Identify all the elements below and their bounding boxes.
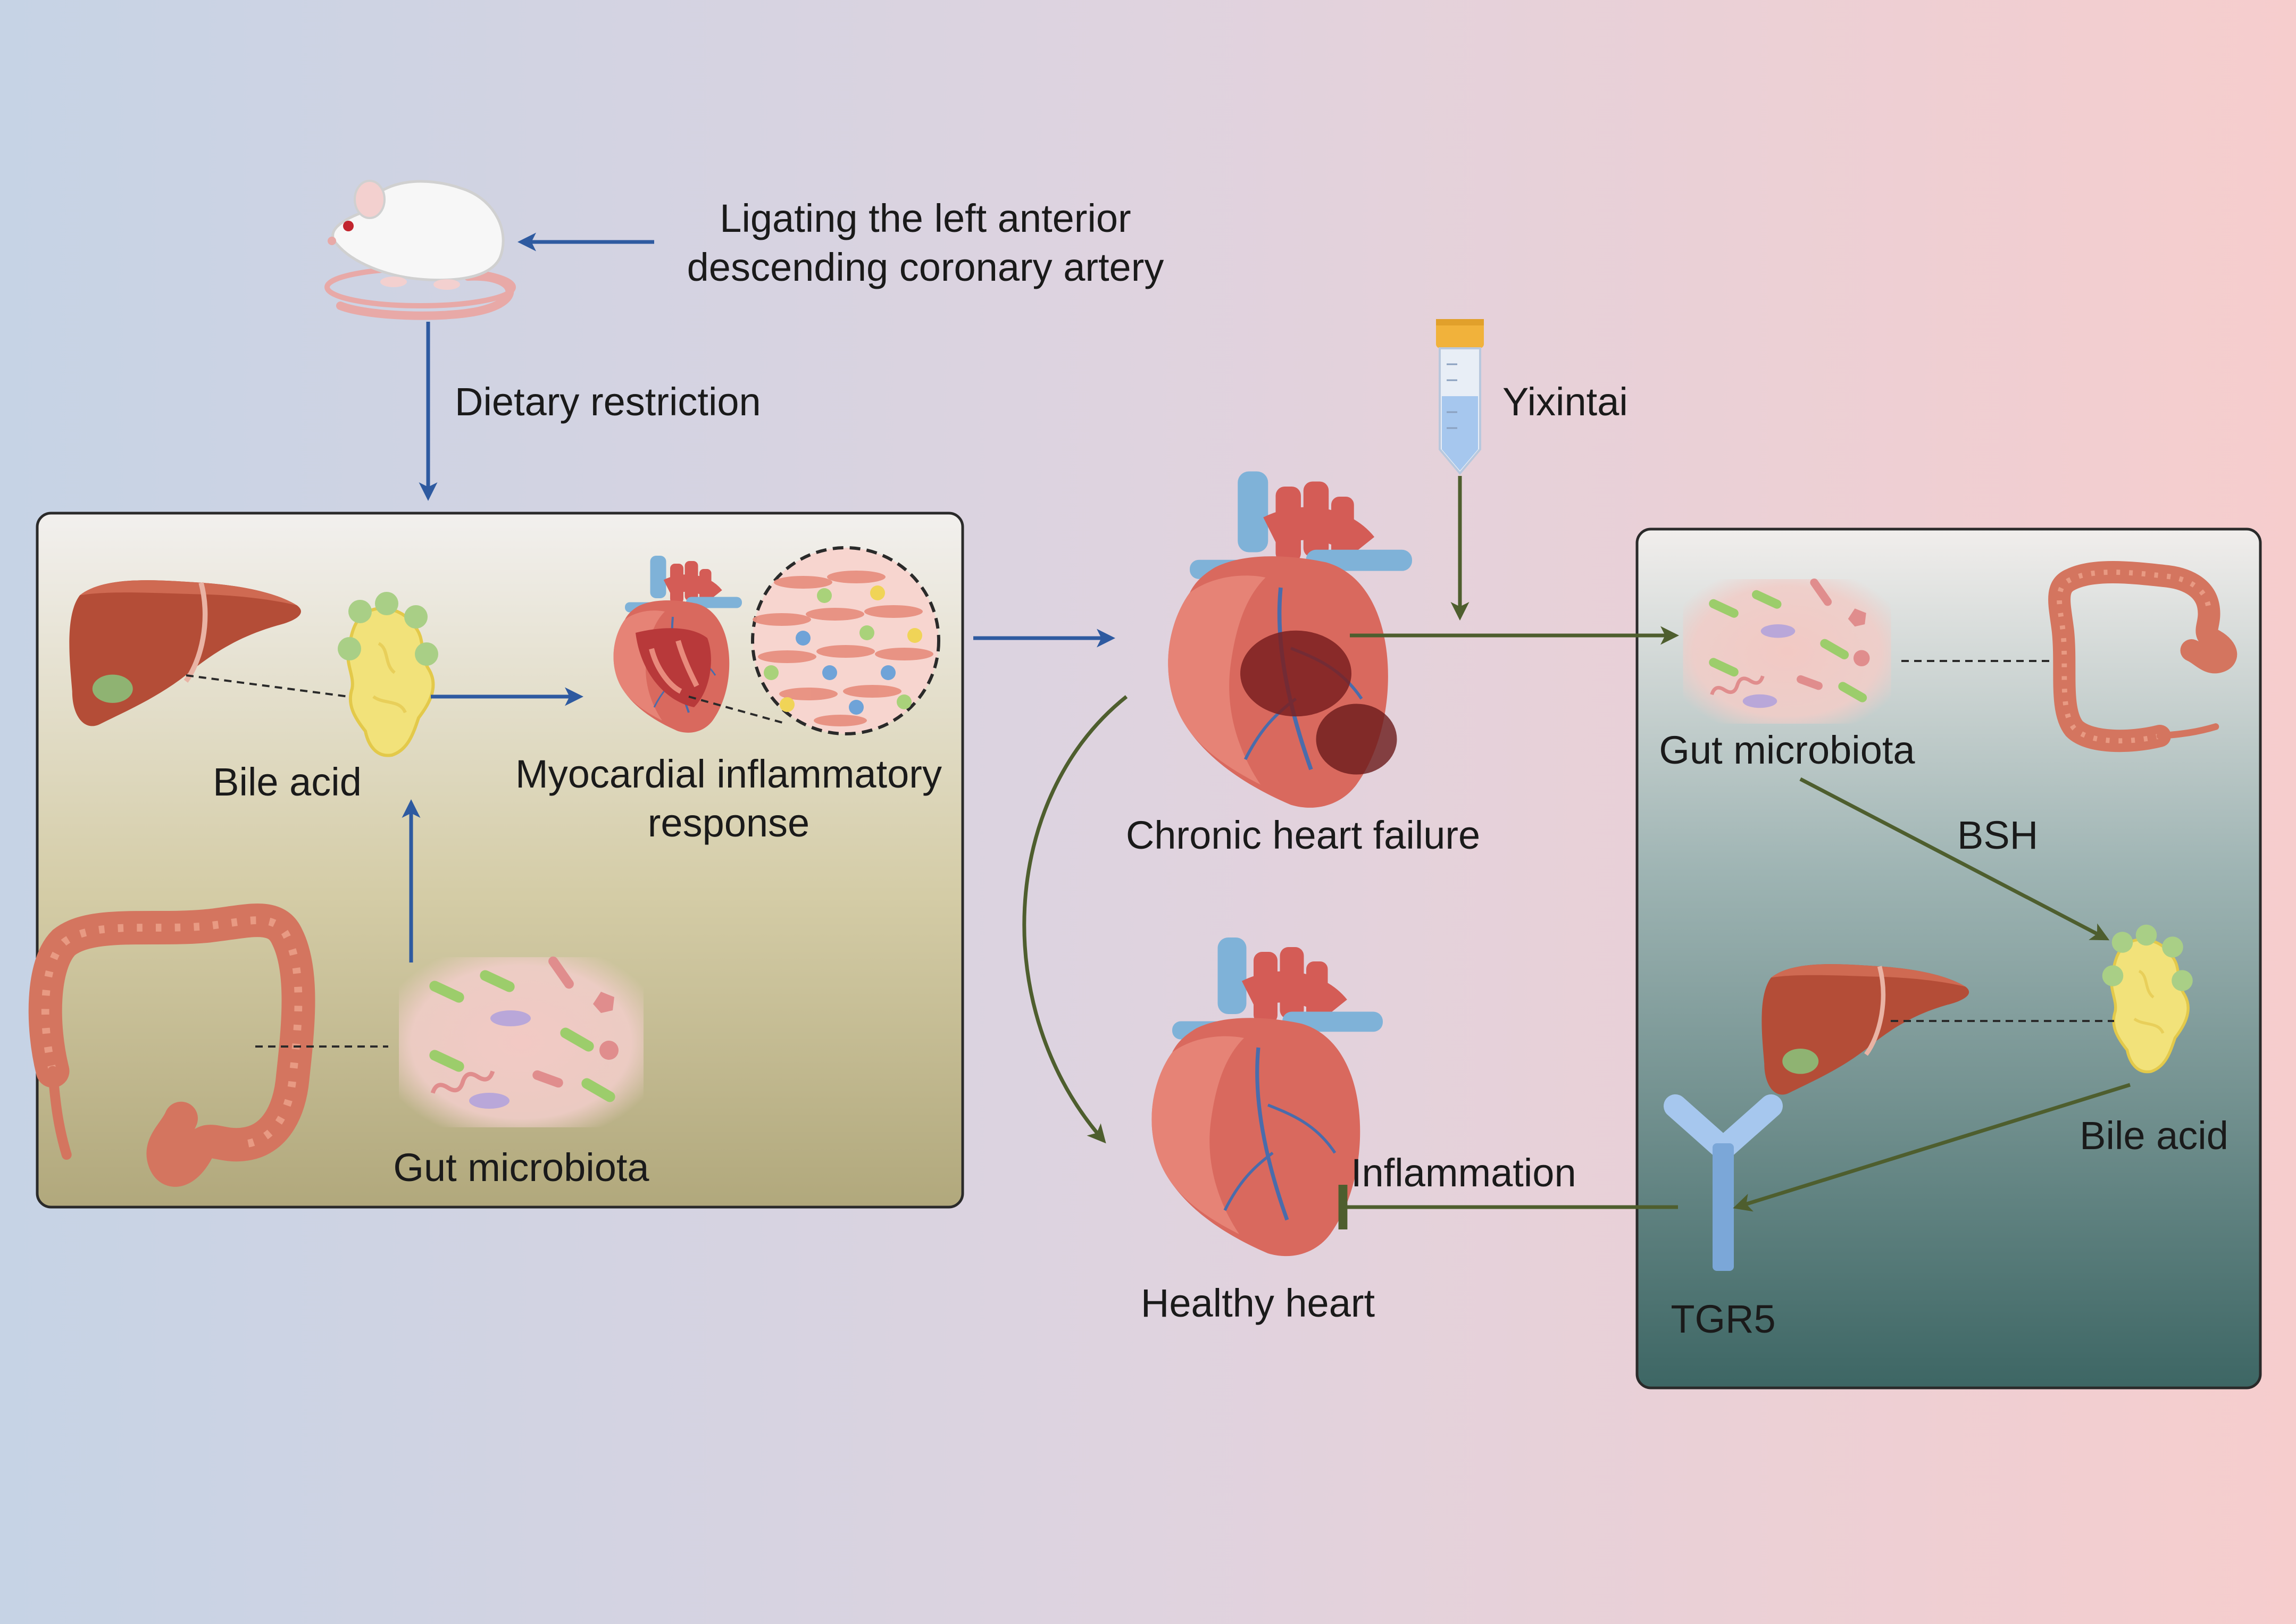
arrow-chf-to-healthy bbox=[1022, 695, 1128, 1144]
arrow-bile-to-tgr5 bbox=[1733, 1083, 2131, 1212]
gut-microbiota-label-right: Gut microbiota bbox=[1659, 728, 1915, 772]
inflammation-label: Inflammation bbox=[1351, 1151, 1576, 1195]
healthy-heart-label: Healthy heart bbox=[1140, 1281, 1375, 1325]
sample-tube-icon bbox=[1436, 319, 1484, 475]
chronic-heart-failure-label: Chronic heart failure bbox=[1125, 813, 1481, 857]
microbiota-icon bbox=[399, 955, 644, 1127]
arrow-bsh bbox=[1799, 777, 2110, 941]
bile-acid-label-left: Bile acid bbox=[213, 760, 362, 804]
bsh-label: BSH bbox=[1957, 813, 2039, 857]
myocardial-label: Myocardial inflammatory response bbox=[515, 752, 942, 845]
heart-section-icon bbox=[614, 556, 742, 733]
rat-icon bbox=[324, 180, 516, 320]
yixintai-label: Yixintai bbox=[1502, 380, 1628, 424]
dash-liver-bile bbox=[186, 674, 349, 698]
microbiota-icon-right bbox=[1683, 577, 1891, 724]
tgr5-label: TGR5 bbox=[1671, 1297, 1776, 1341]
chronic-heart-icon bbox=[1168, 472, 1412, 808]
dash-heart-cells bbox=[688, 696, 785, 724]
bile-acid-label-right: Bile acid bbox=[2080, 1114, 2228, 1158]
dietary-restriction-label: Dietary restriction bbox=[455, 380, 761, 424]
myocardial-cells-icon bbox=[751, 546, 940, 735]
gut-microbiota-label-left: Gut microbiota bbox=[393, 1145, 649, 1190]
tgr5-receptor-icon bbox=[1664, 1094, 1783, 1271]
ligating-label: Ligating the left anterior descending co… bbox=[687, 196, 1164, 289]
